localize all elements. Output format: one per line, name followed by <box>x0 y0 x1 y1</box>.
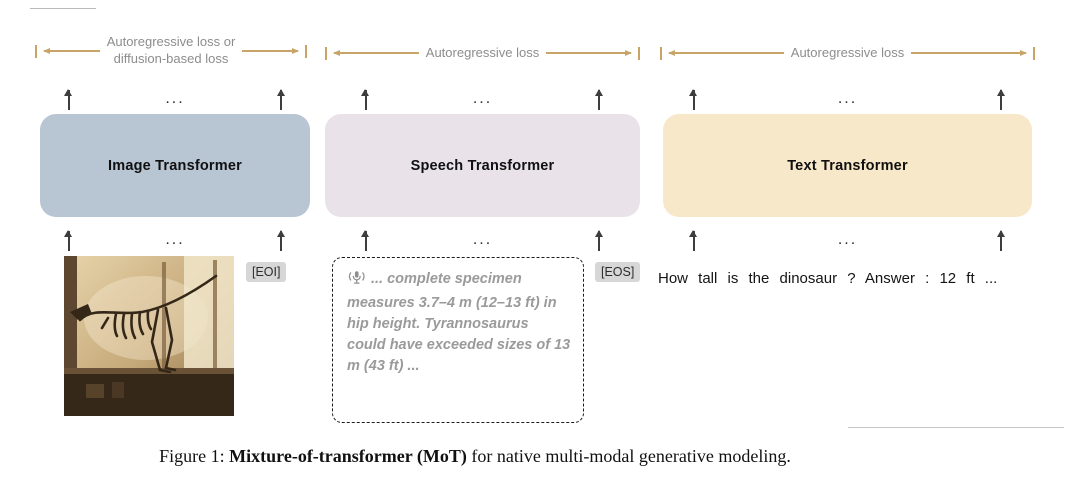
text-input-prompt: How tall is the dinosaur ? Answer : 12 f… <box>658 270 998 287</box>
speech-loss-span: Autoregressive loss <box>325 43 641 63</box>
speech-loss-label: Autoregressive loss <box>425 44 540 60</box>
ellipsis: ... <box>472 90 493 107</box>
speech-transformer-label: Speech Transformer <box>410 157 555 174</box>
image-loss-line1: Autoregressive loss or <box>106 34 236 50</box>
image-loss-span: Autoregressive loss or diffusion-based l… <box>35 34 307 68</box>
up-arrow-icon <box>595 89 602 110</box>
ellipsis: ... <box>165 231 185 248</box>
up-arrow-icon <box>997 89 1004 110</box>
right-arrow-icon <box>242 48 299 53</box>
text-transformer-label: Text Transformer <box>787 157 908 174</box>
caption-prefix: Figure 1: <box>159 446 230 466</box>
up-arrow-icon <box>690 89 697 110</box>
image-loss-line2: diffusion-based loss <box>113 51 229 66</box>
bottom-right-rule <box>848 427 1064 428</box>
up-arrow-icon <box>277 89 284 110</box>
image-transformer-label: Image Transformer <box>108 157 242 174</box>
eoi-token: [EOI] <box>246 262 287 282</box>
up-arrow-icon <box>277 230 284 251</box>
left-arrow-icon <box>668 50 784 55</box>
text-transformer-box: Text Transformer <box>663 114 1032 217</box>
microphone-icon <box>347 270 366 293</box>
speech-transformer-box: Speech Transformer <box>325 114 640 217</box>
text-output-arrows: ... <box>663 84 1032 110</box>
speech-output-arrows: ... <box>325 84 640 110</box>
right-arrow-icon <box>911 50 1027 55</box>
top-left-rule <box>30 8 96 9</box>
image-input-arrows: ... <box>40 226 310 251</box>
arrow-end-tick <box>660 46 662 60</box>
speech-transcript: ... complete specimen measures 3.7–4 m (… <box>347 271 571 375</box>
arrow-end-tick <box>325 46 327 60</box>
up-arrow-icon <box>362 230 369 251</box>
text-loss-span: Autoregressive loss <box>660 43 1036 63</box>
text-loss-label: Autoregressive loss <box>790 44 905 60</box>
up-arrow-icon <box>690 230 697 251</box>
up-arrow-icon <box>595 230 602 251</box>
dinosaur-skeleton-photo <box>64 256 234 416</box>
text-input-arrows: ... <box>663 226 1032 251</box>
figure-caption: Figure 1: Mixture-of-transformer (MoT) f… <box>0 446 950 467</box>
arrow-end-tick <box>305 44 307 58</box>
image-output-arrows: ... <box>40 84 310 110</box>
speech-input-arrows: ... <box>325 226 640 251</box>
ellipsis: ... <box>837 231 858 248</box>
dinosaur-skeleton-image <box>64 256 234 416</box>
up-arrow-icon <box>65 230 72 251</box>
eos-token: [EOS] <box>595 262 641 282</box>
ellipsis: ... <box>837 90 858 107</box>
arrow-end-tick <box>638 46 641 60</box>
right-arrow-icon <box>546 50 632 55</box>
speech-input-box: ... complete specimen measures 3.7–4 m (… <box>332 257 584 423</box>
arrow-end-tick <box>1033 46 1036 60</box>
caption-suffix: for native multi-modal generative modeli… <box>466 446 791 466</box>
arrow-end-tick <box>35 44 37 58</box>
image-transformer-box: Image Transformer <box>40 114 310 217</box>
up-arrow-icon <box>362 89 369 110</box>
up-arrow-icon <box>997 230 1004 251</box>
left-arrow-icon <box>43 48 100 53</box>
caption-bold: Mixture-of-transformer (MoT) <box>229 446 467 466</box>
image-loss-label: Autoregressive loss or diffusion-based l… <box>107 34 236 68</box>
left-arrow-icon <box>333 50 419 55</box>
ellipsis: ... <box>472 231 493 248</box>
ellipsis: ... <box>165 90 185 107</box>
up-arrow-icon <box>65 89 72 110</box>
